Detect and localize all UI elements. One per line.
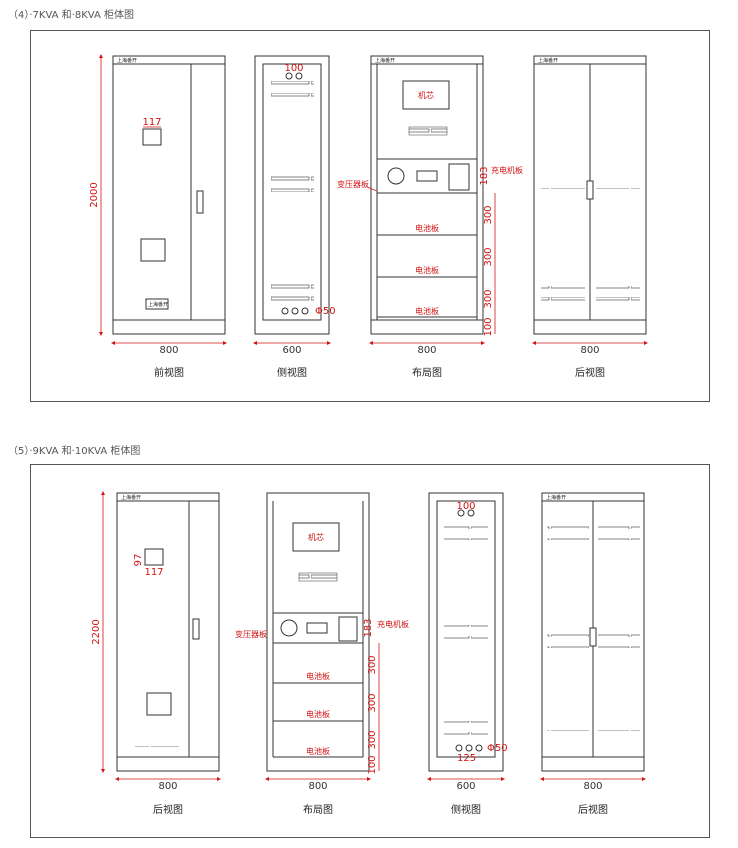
battery-label-3: 电池板 bbox=[415, 306, 439, 316]
battery2-spacing-3: 300 bbox=[367, 730, 378, 749]
side-view-2: 100 Φ50 125 600 侧视图 bbox=[427, 492, 508, 816]
charger2-height-dim: 183 bbox=[363, 618, 374, 637]
cabinet-diagram-2: 上海番开 97 117 2200 800 后视图 机芯 183 变压器板 充电机… bbox=[91, 491, 646, 816]
front-view: 上海番开 117 上海番开 2000 800 前视图 bbox=[89, 54, 227, 379]
layout-brand: 上海番开 bbox=[375, 57, 395, 64]
rear2-width-dim: 800 bbox=[583, 781, 602, 792]
charger-board bbox=[376, 158, 478, 194]
front2-window-h: 97 bbox=[133, 554, 144, 567]
side-width-dim: 600 bbox=[282, 345, 301, 356]
layout2-width-dim: 800 bbox=[308, 781, 327, 792]
battery-spacing-2: 300 bbox=[483, 247, 494, 266]
caption2-view-3: 侧视图 bbox=[451, 803, 481, 816]
core-label: 机芯 bbox=[418, 90, 434, 100]
core-unit bbox=[402, 80, 450, 110]
caption-layout-view: 布局图 bbox=[412, 367, 442, 379]
battery2-label-3: 电池板 bbox=[306, 746, 330, 756]
cabinet-diagram-panel-1: 上海番开 117 上海番开 2000 800 前视图 100 Φ50 600 bbox=[30, 30, 710, 402]
caption-side-view: 侧视图 bbox=[277, 366, 307, 379]
rear-view-2: 上海番开 800 后视图 bbox=[540, 492, 646, 816]
battery2-spacing-2: 300 bbox=[367, 693, 378, 712]
rear-width-dim: 800 bbox=[580, 345, 599, 356]
cabinet-diagram-1: 上海番开 117 上海番开 2000 800 前视图 100 Φ50 600 bbox=[89, 54, 648, 379]
side2-width-dim: 600 bbox=[456, 781, 475, 792]
battery2-label-1: 电池板 bbox=[306, 671, 330, 681]
front2-brand: 上海番开 bbox=[121, 494, 141, 501]
side-hole-dim: 100 bbox=[284, 63, 303, 74]
side-cable-dim: Φ50 bbox=[315, 306, 336, 317]
base2-height-dim: 100 bbox=[367, 755, 378, 774]
caption-front-view: 前视图 bbox=[154, 366, 184, 379]
front-brand: 上海番开 bbox=[117, 57, 137, 64]
side2-small-dim: 125 bbox=[457, 753, 476, 764]
battery2-label-2: 电池板 bbox=[306, 709, 330, 719]
charger2-label: 充电机板 bbox=[377, 619, 409, 629]
battery2-spacing-1: 300 bbox=[367, 655, 378, 674]
cabinet-diagram-panel-2: 上海番开 97 117 2200 800 后视图 机芯 183 变压器板 充电机… bbox=[30, 464, 710, 838]
section-2-title: （5）·9KVA 和·10KVA 柜体图 bbox=[8, 446, 141, 457]
caption-rear-view: 后视图 bbox=[575, 366, 605, 379]
front2-width-dim: 800 bbox=[158, 781, 177, 792]
rear-view: 上海番开 800 后视图 bbox=[532, 55, 648, 379]
front-window-dim: 117 bbox=[142, 117, 161, 128]
charger-height-dim: 183 bbox=[479, 166, 490, 185]
front-view-2: 上海番开 97 117 2200 800 后视图 bbox=[91, 491, 221, 816]
battery-label-1: 电池板 bbox=[415, 223, 439, 233]
front-panel-cutout bbox=[140, 238, 166, 262]
battery-spacing-3: 300 bbox=[483, 289, 494, 308]
section-1-title: （4）·7KVA 和·8KVA 柜体图 bbox=[8, 10, 135, 21]
rear2-brand: 上海番开 bbox=[546, 494, 566, 501]
front-window bbox=[142, 128, 162, 146]
core2-label: 机芯 bbox=[308, 532, 324, 542]
front-width-dim: 800 bbox=[159, 345, 178, 356]
front2-height-dim: 2200 bbox=[91, 619, 102, 644]
layout-view: 上海番开 机芯 183 变压器板 充电机板 电池板 电池板 电池板 300 30… bbox=[337, 55, 523, 379]
transformer-label: 变压器板 bbox=[337, 179, 369, 189]
caption2-view-1: 后视图 bbox=[153, 803, 183, 816]
base-height-dim: 100 bbox=[483, 317, 494, 336]
side-view: 100 Φ50 600 侧视图 bbox=[253, 55, 336, 379]
charger-label: 充电机板 bbox=[491, 165, 523, 175]
side2-hole-dim: 100 bbox=[456, 501, 475, 512]
front-door-handle bbox=[196, 190, 204, 214]
transformer2-label: 变压器板 bbox=[235, 629, 267, 639]
side2-cable-dim: Φ50 bbox=[487, 743, 508, 754]
caption2-view-4: 后视图 bbox=[578, 803, 608, 816]
layout-width-dim: 800 bbox=[417, 345, 436, 356]
front-height-dim: 2000 bbox=[89, 182, 100, 207]
front-nameplate: 上海番开 bbox=[148, 301, 168, 308]
battery-spacing-1: 300 bbox=[483, 205, 494, 224]
battery-label-2: 电池板 bbox=[415, 265, 439, 275]
layout-view-2: 机芯 183 变压器板 充电机板 电池板 电池板 电池板 300 300 300… bbox=[235, 492, 409, 816]
rear-brand: 上海番开 bbox=[538, 57, 558, 64]
caption2-view-2: 布局图 bbox=[303, 804, 333, 816]
front2-window-w: 117 bbox=[144, 567, 163, 578]
